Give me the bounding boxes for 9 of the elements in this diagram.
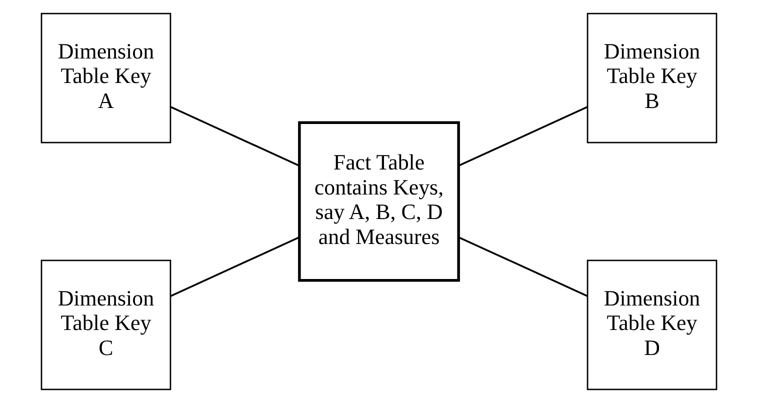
node-box: Dimension Table Key D [586,260,718,390]
node-box: Dimension Table Key A [40,12,172,144]
connector [458,106,588,166]
connector [170,106,300,166]
connector [458,236,588,297]
node-box: Dimension Table Key C [40,260,172,390]
connector [170,236,300,297]
node-box: Fact Table contains Keys, say A, B, C, D and Measures [298,121,460,282]
node-box: Dimension Table Key B [586,12,718,144]
